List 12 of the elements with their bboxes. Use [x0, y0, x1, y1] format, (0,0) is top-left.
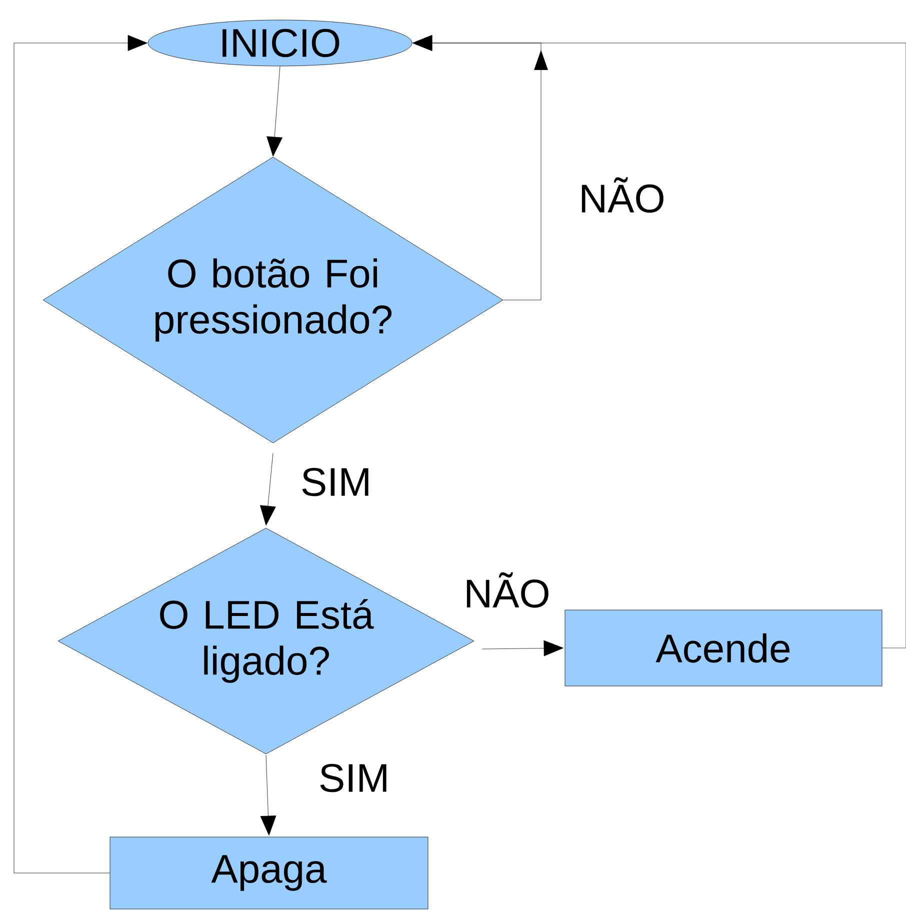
process-box: Acende	[564, 610, 882, 686]
ellipse-node: INICIO	[148, 20, 412, 66]
process-box: Apaga	[110, 836, 428, 910]
arrow	[260, 453, 276, 526]
arrow	[14, 35, 148, 874]
arrow	[266, 66, 282, 156]
arrow	[260, 755, 276, 836]
edge-label: NÃO	[578, 176, 666, 214]
arrow	[412, 35, 906, 648]
edge-label: SIM	[317, 762, 391, 794]
edge-label: SIM	[299, 466, 373, 498]
arrow	[482, 640, 564, 656]
